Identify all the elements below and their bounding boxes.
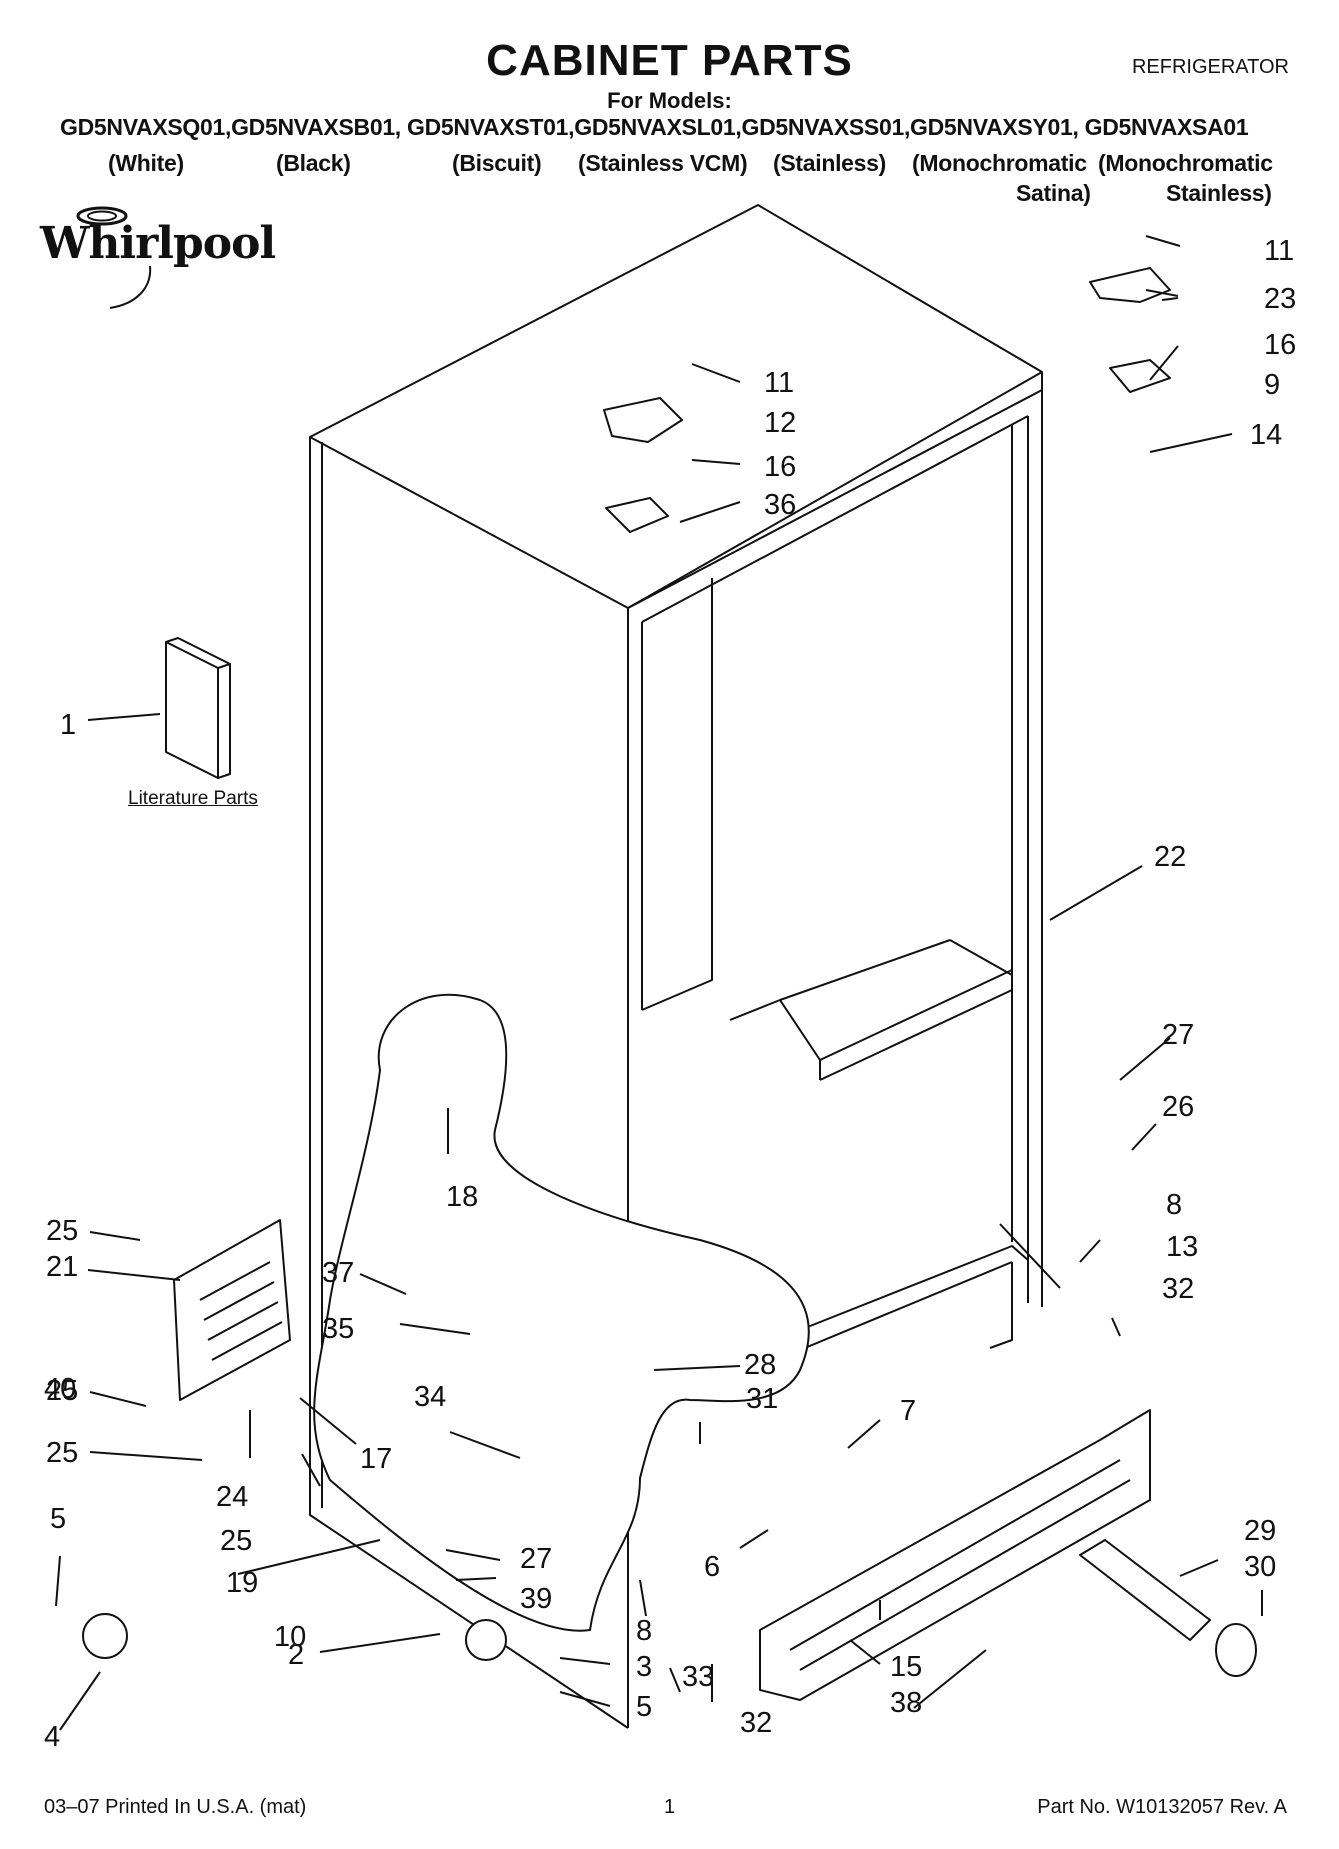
callout-19: 19: [226, 1567, 258, 1599]
cabinet-body: [309, 204, 1043, 1729]
callout-11b: 11: [764, 367, 794, 399]
callout-25a: 25: [46, 1215, 78, 1247]
callout-25c: 25: [220, 1525, 252, 1557]
callout-23: 23: [1264, 283, 1296, 315]
callout-32a: 32: [1162, 1273, 1194, 1305]
callout-16a: 16: [1264, 329, 1296, 361]
callout-31: 31: [746, 1383, 778, 1415]
model-numbers: GD5NVAXSQ01,GD5NVAXSB01, GD5NVAXST01,GD5…: [60, 114, 1249, 140]
color-monochromatic-satina: (Monochromatic: [912, 150, 1087, 176]
callout-5a: 5: [50, 1503, 66, 1535]
callout-35: 35: [322, 1313, 354, 1345]
callout-12: 12: [764, 407, 796, 439]
callout-25b: 25: [46, 1437, 78, 1469]
page-number: 1: [664, 1796, 676, 1818]
callout-11a: 11: [1264, 235, 1294, 267]
cutaway-region: [313, 993, 810, 1632]
color-biscuit: (Biscuit): [452, 150, 542, 176]
appliance-type: REFRIGERATOR: [1131, 56, 1289, 78]
callout-13: 13: [1166, 1231, 1198, 1263]
top-hinge-left: [603, 397, 683, 533]
callout-28: 28: [744, 1349, 776, 1381]
callout-39: 39: [520, 1583, 552, 1615]
brand-wordmark: Whirlpool: [40, 218, 276, 269]
base-grille: [759, 1409, 1151, 1701]
callout-2: 2: [288, 1639, 304, 1671]
color-stainless: (Stainless): [773, 150, 887, 176]
swirl-icon: [76, 206, 152, 309]
callout-29: 29: [1244, 1515, 1276, 1547]
color-black: (Black): [276, 150, 351, 176]
for-models-label: For Models:: [607, 88, 732, 113]
page-title: CABINET PARTS: [486, 36, 853, 85]
vent-panel: [173, 1219, 291, 1401]
callout-22: 22: [1154, 841, 1186, 873]
callout-36: 36: [764, 489, 796, 521]
callout-38: 38: [890, 1687, 922, 1719]
color-stainless-2: Stainless): [1166, 180, 1272, 206]
callout-9: 9: [1264, 369, 1280, 401]
callout-30: 30: [1244, 1551, 1276, 1583]
callout-21: 21: [46, 1251, 78, 1283]
callout-27b: 27: [520, 1543, 552, 1575]
literature-parts-label: Literature Parts: [128, 788, 258, 809]
callout-4: 4: [44, 1721, 60, 1753]
callout-1: 1: [60, 709, 76, 741]
color-stainless-vcm: (Stainless VCM): [578, 150, 748, 176]
callout-6: 6: [704, 1551, 720, 1583]
callout-3: 3: [636, 1651, 652, 1683]
callout-15: 15: [890, 1651, 922, 1683]
callout-40: 40: [44, 1373, 76, 1405]
callout-26: 26: [1162, 1091, 1194, 1123]
callout-24: 24: [216, 1481, 248, 1513]
bottom-hinge-left: [82, 1613, 507, 1661]
callout-labels: 1 2 3 4 5 5 6 7 8 8 9 10 11 11 12 13 14 …: [44, 235, 1296, 1753]
callout-8b: 8: [1166, 1189, 1182, 1221]
color-white: (White): [108, 150, 184, 176]
callout-10: 10: [274, 1621, 306, 1653]
color-monochromatic-stainless: (Monochromatic: [1098, 150, 1273, 176]
callout-17: 17: [360, 1443, 392, 1475]
callout-27a: 27: [1162, 1019, 1194, 1051]
print-info: 03–07 Printed In U.S.A. (mat): [44, 1796, 307, 1818]
color-satina: Satina): [1016, 180, 1091, 206]
callout-33: 33: [682, 1661, 714, 1693]
leader-lines: [55, 235, 1263, 1731]
water-filter: [1079, 1539, 1257, 1677]
callout-32b: 32: [740, 1707, 772, 1739]
callout-18: 18: [446, 1181, 478, 1213]
callout-14: 14: [1250, 419, 1282, 451]
literature-booklet: [165, 637, 231, 779]
part-number: Part No. W10132057 Rev. A: [1037, 1796, 1287, 1818]
callout-16b: 16: [764, 451, 796, 483]
callout-8a: 8: [636, 1615, 652, 1647]
callout-34: 34: [414, 1381, 446, 1413]
callout-37: 37: [322, 1257, 354, 1289]
callout-25d: 25: [46, 1375, 78, 1407]
callout-7: 7: [900, 1395, 916, 1427]
top-hinge-right: [1089, 267, 1171, 393]
callout-5b: 5: [636, 1691, 652, 1723]
